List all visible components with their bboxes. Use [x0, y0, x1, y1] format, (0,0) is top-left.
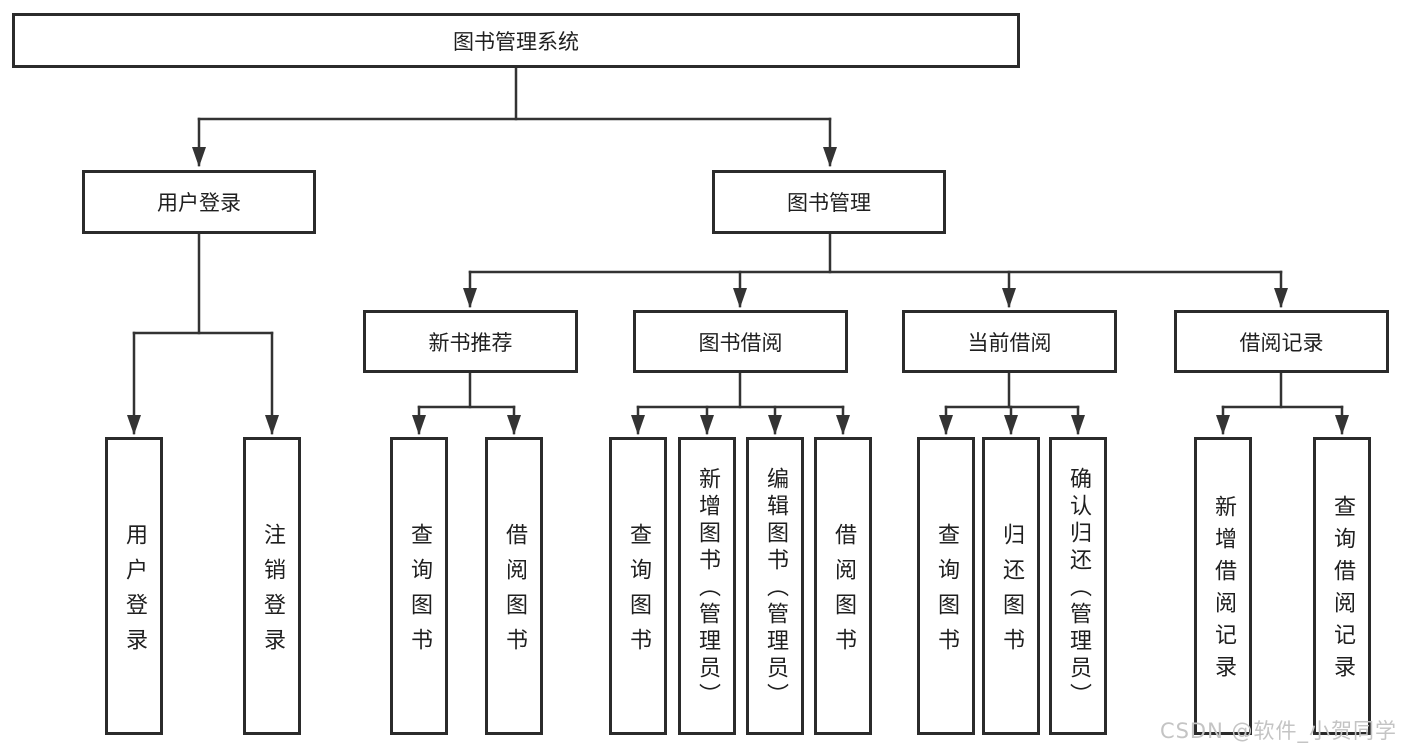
node-leaf-add-book-admin: 新增图书（管理员） — [678, 437, 736, 735]
connector-user-login-leaves — [127, 232, 279, 435]
connector-recommend-leaves — [412, 371, 521, 435]
node-leaf-return-book: 归还图书 — [982, 437, 1040, 735]
node-label: 用户登录 — [157, 191, 241, 215]
node-label: 图书管理 — [787, 191, 871, 215]
node-root-library-system: 图书管理系统 — [12, 13, 1020, 68]
node-leaf-borrow-books-borrowing: 借阅图书 — [814, 437, 872, 735]
node-label: 用户登录 — [122, 522, 147, 663]
connector-book-management-groups — [463, 232, 1288, 308]
node-label: 当前借阅 — [967, 330, 1052, 355]
node-branch-user-login: 用户登录 — [82, 170, 316, 234]
node-leaf-confirm-return-admin: 确认归还（管理员） — [1049, 437, 1107, 735]
node-label: 查询借阅记录 — [1330, 495, 1355, 687]
node-label: 新增借阅记录 — [1211, 495, 1236, 687]
node-label: 借阅记录 — [1239, 330, 1324, 355]
node-label: 借阅图书 — [831, 522, 856, 663]
node-label: 图书借阅 — [698, 330, 783, 355]
connector-current-leaves — [939, 371, 1085, 435]
node-label: 查询图书 — [407, 522, 432, 663]
node-leaf-logout: 注销登录 — [243, 437, 301, 735]
node-label: 查询图书 — [934, 522, 959, 663]
node-leaf-query-books-current: 查询图书 — [917, 437, 975, 735]
node-branch-book-borrowing: 图书借阅 — [633, 310, 848, 373]
node-label: 编辑图书（管理员） — [763, 467, 788, 710]
node-label: 图书管理系统 — [453, 29, 579, 54]
node-branch-book-management: 图书管理 — [712, 170, 946, 234]
node-branch-current-borrowing: 当前借阅 — [902, 310, 1117, 373]
node-branch-borrow-records: 借阅记录 — [1174, 310, 1389, 373]
connector-records-leaves — [1216, 371, 1349, 435]
node-branch-new-book-recommend: 新书推荐 — [363, 310, 578, 373]
node-leaf-user-login: 用户登录 — [105, 437, 163, 735]
node-label: 确认归还（管理员） — [1066, 467, 1091, 710]
node-label: 借阅图书 — [502, 522, 527, 663]
node-leaf-borrow-books-recommend: 借阅图书 — [485, 437, 543, 735]
connector-borrowing-leaves — [631, 371, 850, 435]
connector-root-to-level2 — [192, 66, 837, 167]
node-leaf-query-books-recommend: 查询图书 — [390, 437, 448, 735]
node-label: 查询图书 — [626, 522, 651, 663]
node-leaf-edit-book-admin: 编辑图书（管理员） — [746, 437, 804, 735]
node-leaf-query-books-borrowing: 查询图书 — [609, 437, 667, 735]
node-label: 归还图书 — [999, 522, 1024, 663]
watermark: CSDN @软件_小贺同学 — [1159, 719, 1397, 743]
node-label: 注销登录 — [260, 522, 285, 663]
node-leaf-add-borrow-record: 新增借阅记录 — [1194, 437, 1252, 735]
node-label: 新增图书（管理员） — [695, 467, 720, 710]
node-leaf-query-borrow-record: 查询借阅记录 — [1313, 437, 1371, 735]
node-label: 新书推荐 — [428, 330, 513, 355]
